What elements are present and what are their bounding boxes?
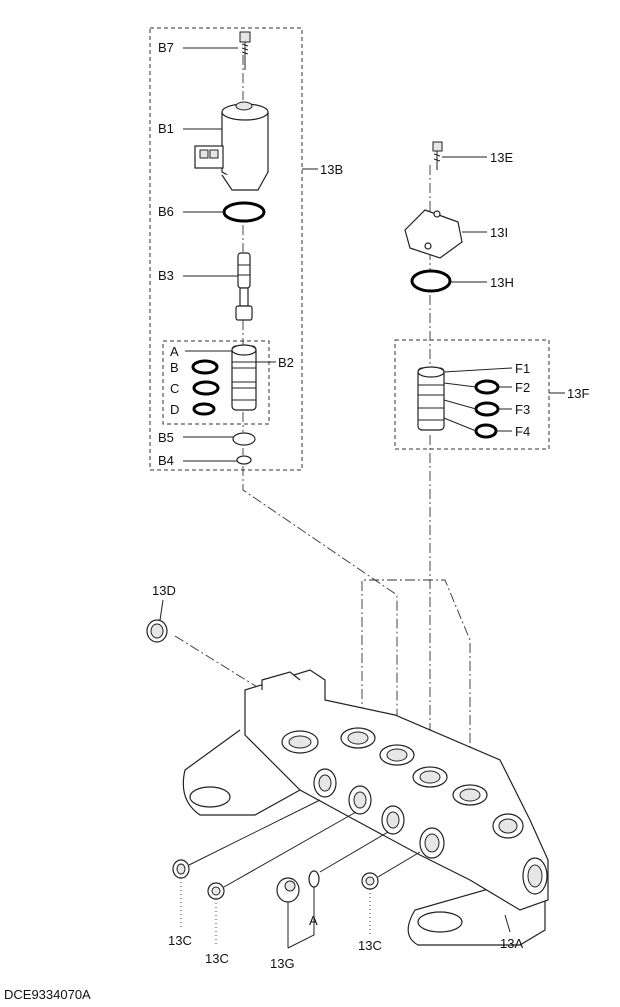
leader-13d: [159, 599, 164, 621]
label-13c-right: 13C: [358, 938, 382, 953]
o-ring-f4: [474, 423, 498, 439]
valve-body-13a: [182, 669, 549, 946]
label-f2: F2: [515, 380, 530, 395]
label-13d: 13D: [152, 583, 176, 598]
sleeve-b2: [231, 344, 257, 411]
leader-f3-body: [443, 399, 477, 410]
leader-13a: [504, 914, 511, 933]
washer-b5: [232, 432, 256, 446]
axis-line-to-body: [242, 466, 398, 745]
label-b1: B1: [158, 121, 174, 136]
plug-guide: [377, 851, 421, 878]
label-13a: 13A: [500, 936, 523, 951]
assembly-13b-boundary: [149, 27, 303, 471]
leader-f2-body: [443, 382, 477, 388]
label-13f: 13F: [567, 386, 589, 401]
label-13c-left: 13C: [168, 933, 192, 948]
o-ring-d: [192, 402, 216, 416]
port-guide-line: [361, 579, 471, 790]
plug-guide: [223, 811, 357, 888]
label-f4: F4: [515, 424, 530, 439]
o-ring-f3: [474, 401, 500, 417]
label-b: B: [170, 360, 179, 375]
label-13h: 13H: [490, 275, 514, 290]
plug-13c-right: [361, 872, 379, 890]
bolt-13e: [432, 141, 443, 170]
plug-guide: [188, 799, 321, 866]
leader-f4-body: [443, 417, 477, 432]
label-f3: F3: [515, 402, 530, 417]
plug-guide: [319, 831, 389, 873]
o-ring-f2: [474, 379, 500, 395]
plug-13d: [146, 619, 168, 643]
leader-f1: [443, 367, 513, 373]
plug-13g: [276, 877, 300, 903]
label-b7: B7: [158, 40, 174, 55]
label-13e: 13E: [490, 150, 513, 165]
label-b5: B5: [158, 430, 174, 445]
o-ring-b: [191, 359, 219, 375]
label-13i: 13I: [490, 225, 508, 240]
o-ring-a-13g: [308, 870, 320, 888]
label-f1: F1: [515, 361, 530, 376]
o-ring-c: [192, 380, 220, 396]
label-a: A: [170, 344, 179, 359]
assembly-13f-boundary: [394, 339, 550, 450]
o-ring-13h: [410, 269, 452, 293]
spool-b3: [235, 252, 253, 321]
label-b4: B4: [158, 453, 174, 468]
label-13g: 13G: [270, 956, 295, 971]
bolt-b7: [239, 31, 251, 70]
leader-13g-a: [287, 887, 315, 949]
assembly-b2-boundary: [162, 340, 270, 425]
plug-13c-middle: [207, 882, 225, 900]
ring-b4: [236, 455, 252, 465]
label-b6: B6: [158, 204, 174, 219]
cover-13i: [404, 209, 463, 259]
label-b2: B2: [278, 355, 294, 370]
label-b3: B3: [158, 268, 174, 283]
valve-f1: [417, 366, 445, 431]
o-ring-b6: [222, 201, 266, 223]
label-a-13g: A: [309, 913, 318, 928]
label-13b: 13B: [320, 162, 343, 177]
solenoid-b1: [194, 101, 269, 191]
plug-13d-guide: [174, 635, 263, 691]
label-13c-middle: 13C: [205, 951, 229, 966]
figure-code: DCE9334070A: [4, 987, 91, 1002]
label-c: C: [170, 381, 179, 396]
plug-13c-left: [172, 859, 190, 879]
label-d: D: [170, 402, 179, 417]
